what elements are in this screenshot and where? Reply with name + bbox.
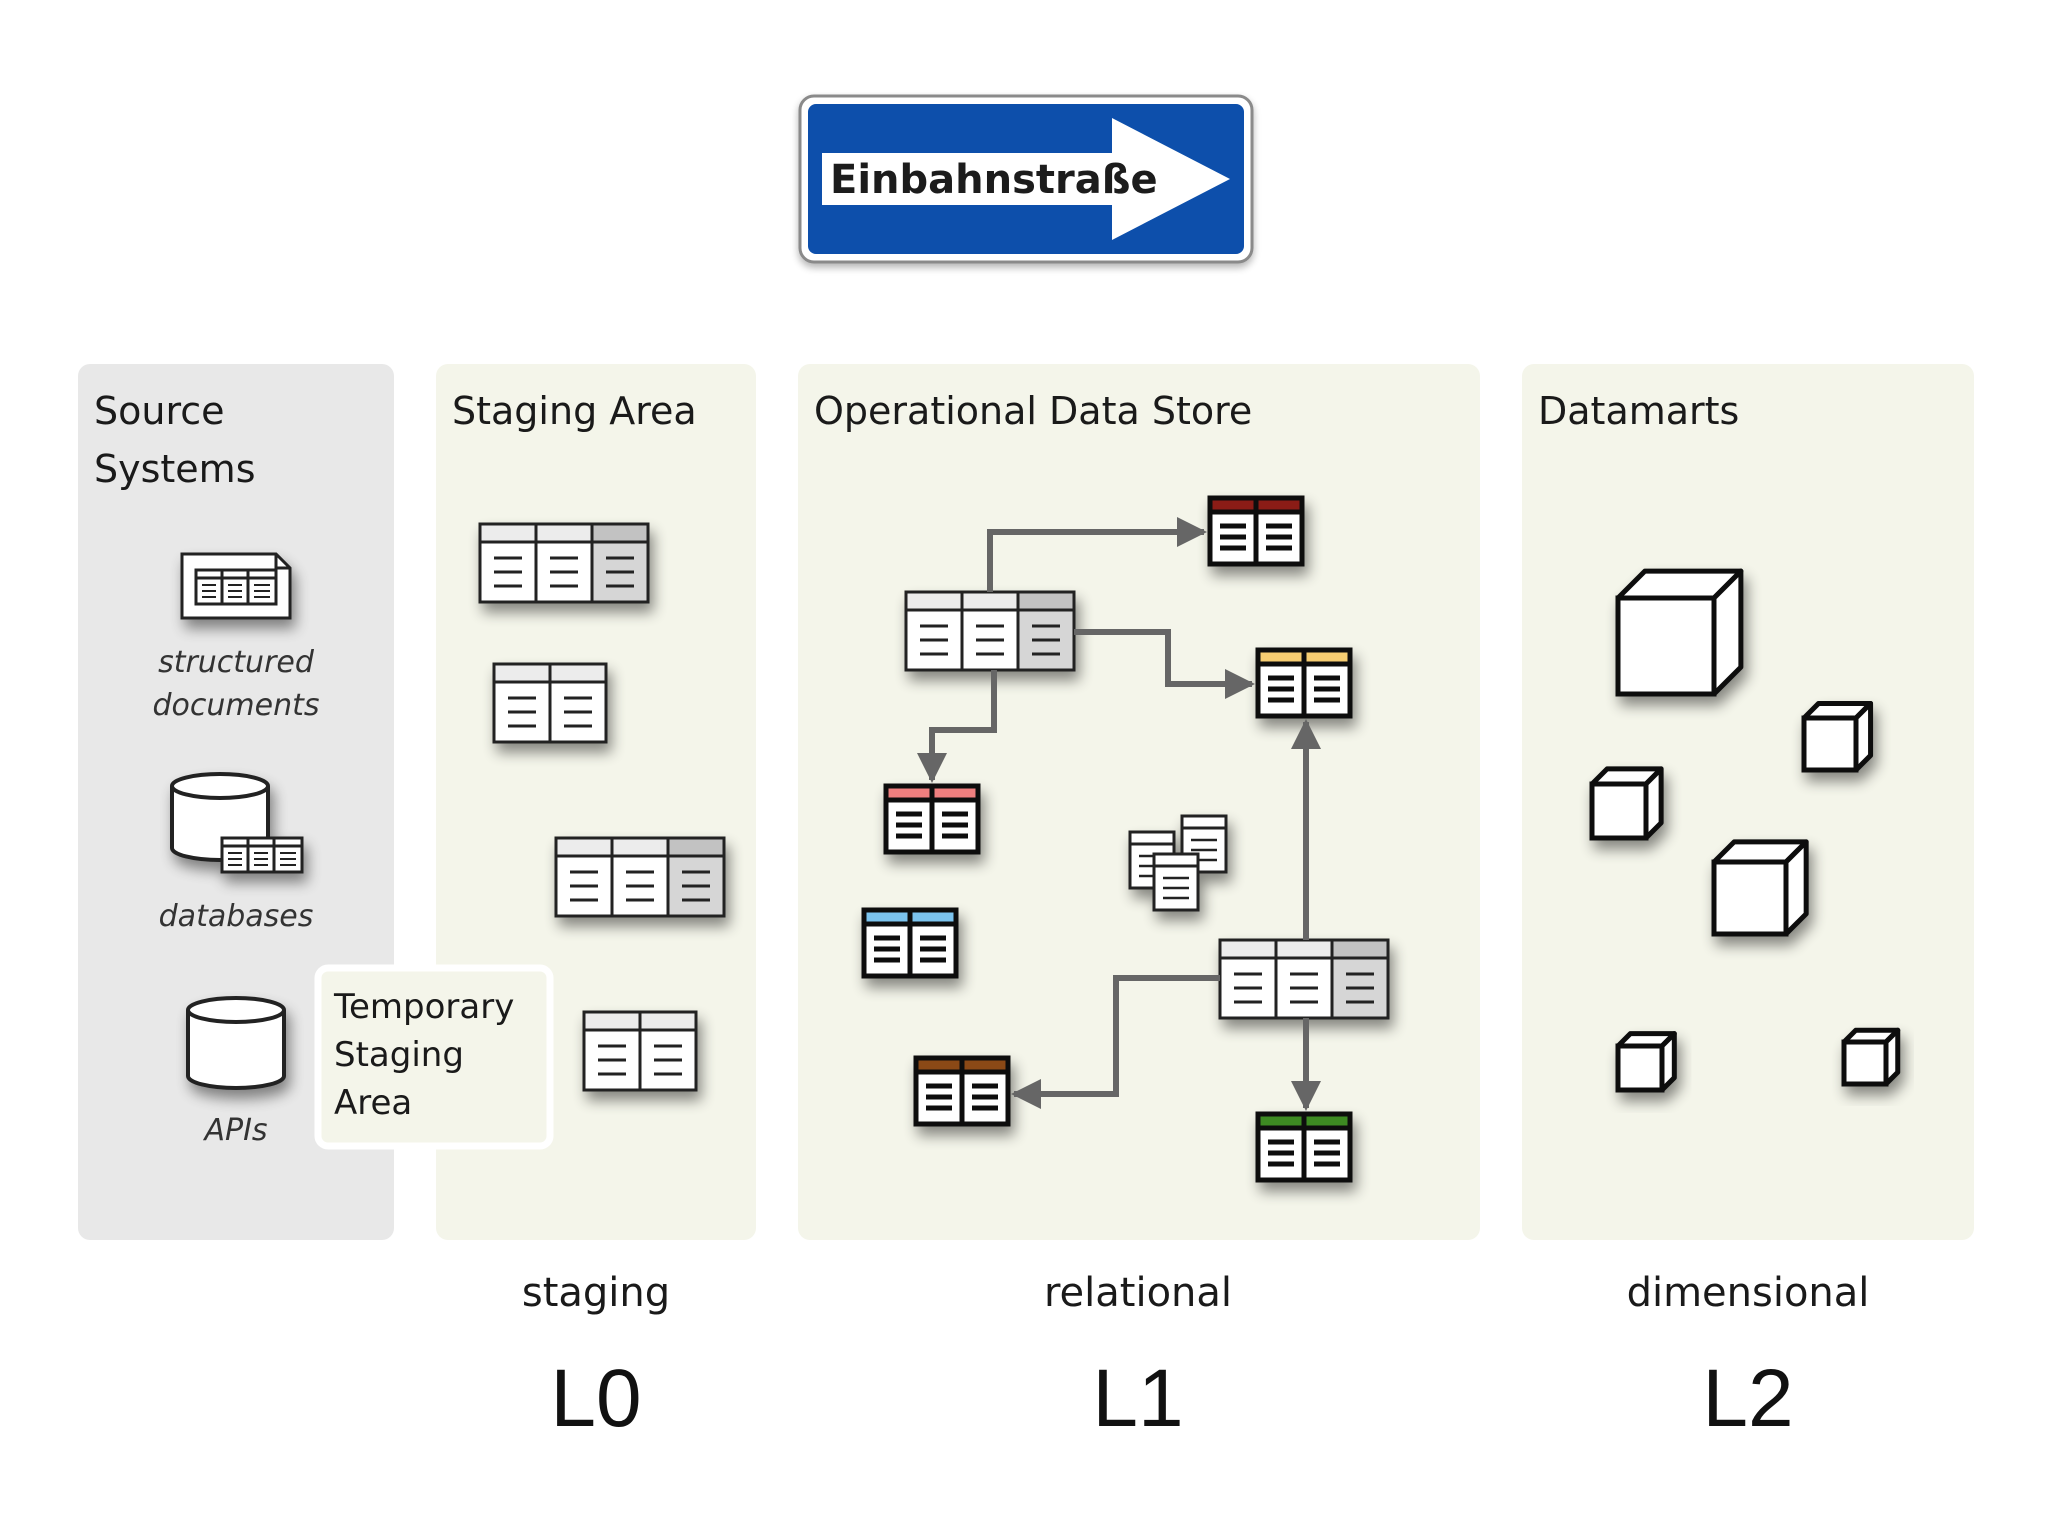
layer-l1-desc: relational (1044, 1270, 1232, 1316)
layer-l0-level: L0 (550, 1353, 641, 1444)
cube-tiny-1 (1615, 1031, 1677, 1093)
cube-small-2 (1589, 766, 1664, 841)
layer-l2-desc: dimensional (1627, 1270, 1870, 1316)
arrow-to-yellow (1074, 629, 1255, 699)
arrow-to-darkred (987, 517, 1207, 592)
ods-source-table-top (904, 590, 1076, 672)
ods-table-lightblue (861, 907, 959, 979)
layer-l1-level: L1 (1092, 1353, 1183, 1444)
ods-title: Operational Data Store (814, 389, 1252, 433)
cube-large (1615, 568, 1744, 697)
layer-l0-desc: staging (522, 1270, 670, 1316)
staging-table-4 (582, 1010, 698, 1092)
layer-l2-level: L2 (1702, 1353, 1793, 1444)
temp-staging-line2: Staging (334, 1035, 464, 1075)
temp-staging-line3: Area (334, 1083, 412, 1123)
arrow-to-salmon (917, 670, 997, 783)
ods-table-brown (913, 1055, 1011, 1127)
one-way-sign: Einbahnstraße (798, 94, 1254, 264)
staging-title: Staging Area (452, 389, 697, 433)
databases-label: databases (159, 899, 314, 934)
sign-text: Einbahnstraße (830, 157, 1158, 203)
ods-table-salmon (883, 783, 981, 855)
document-stack-icon (1128, 814, 1228, 912)
structured-documents-label-1: structured (158, 645, 315, 680)
datamarts-title: Datamarts (1538, 389, 1739, 433)
ods-table-green (1255, 1111, 1353, 1183)
temp-staging-line1: Temporary (333, 987, 514, 1027)
source-title-line1: Source (94, 389, 225, 433)
temporary-staging-area-box (314, 964, 554, 1150)
ods-source-table-bottom (1218, 938, 1390, 1020)
sign-arrow-shape (822, 118, 1230, 240)
structured-documents-label-2: documents (153, 688, 320, 723)
api-icon (186, 996, 286, 1090)
staging-table-3 (554, 836, 726, 918)
document-icon (180, 552, 292, 620)
staging-table-2 (492, 662, 608, 744)
staging-table-1 (478, 522, 650, 604)
apis-label: APIs (202, 1113, 267, 1148)
cube-small-1 (1801, 700, 1874, 773)
ods-table-yellow (1255, 647, 1353, 719)
ods-panel (798, 364, 1480, 1240)
arrow-to-brown (1011, 975, 1220, 1109)
ods-table-darkred (1207, 495, 1305, 567)
database-icon (170, 772, 304, 874)
cube-medium (1711, 839, 1809, 937)
cube-tiny-2 (1841, 1027, 1901, 1087)
source-title-line2: Systems (94, 447, 256, 491)
